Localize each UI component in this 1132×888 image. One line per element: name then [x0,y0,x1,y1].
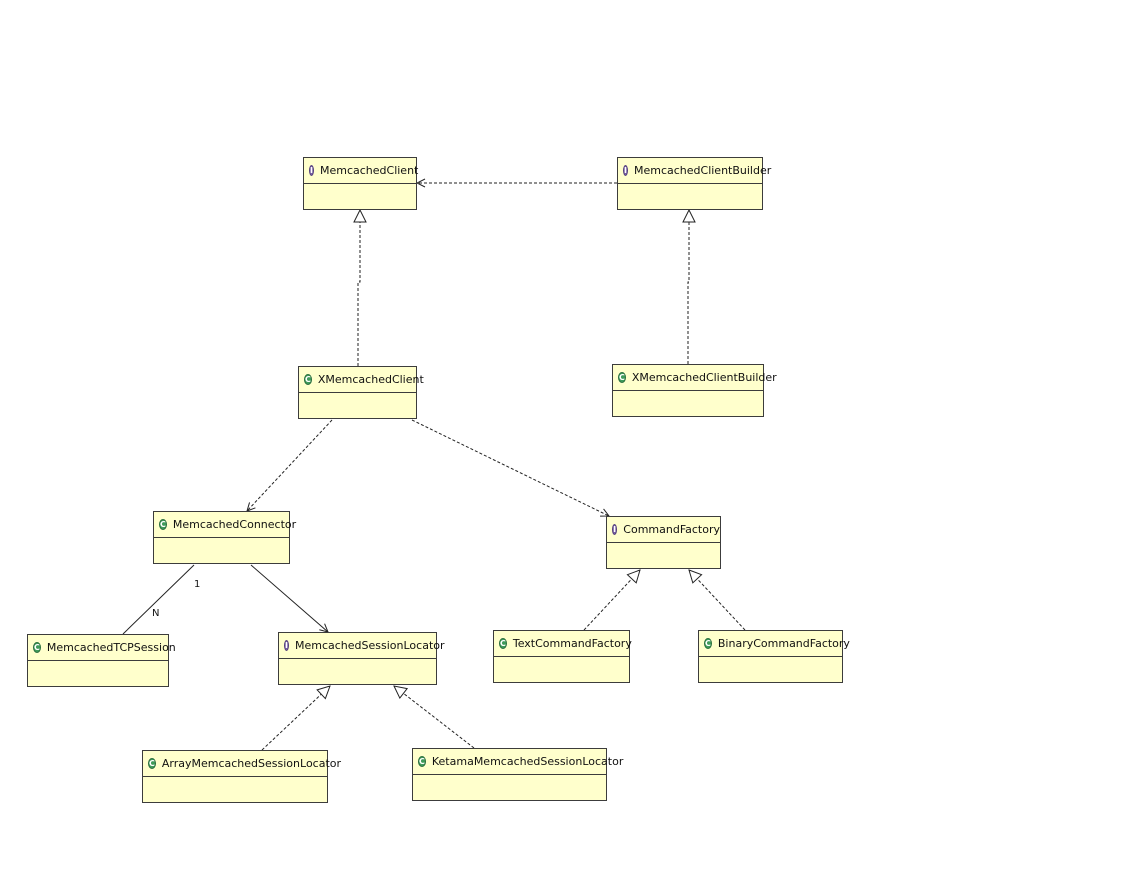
class-name: MemcachedClient [319,164,419,177]
class-memcached-tcp-session[interactable]: C MemcachedTCPSession [27,634,176,687]
class-name: MemcachedConnector [172,518,297,531]
edge-connector-to-locator [250,564,328,632]
class-ketama-memcached-session-locator[interactable]: C KetamaMemcachedSessionLocator [412,748,623,801]
class-name: TextCommandFactory [512,637,632,650]
class-name: BinaryCommandFactory [717,637,850,650]
edge-xclient-to-commandfactory [411,419,609,516]
edge-text-implements-commandfactory [583,570,640,631]
class-name: MemcachedTCPSession [46,641,176,654]
edge-connector-session-association [122,564,195,635]
class-icon: C [704,638,712,649]
class-xmemcached-client-builder[interactable]: C XMemcachedClientBuilder [612,364,777,417]
class-icon: C [159,519,167,530]
class-command-factory[interactable]: I CommandFactory [606,516,721,569]
class-text-command-factory[interactable]: C TextCommandFactory [493,630,632,683]
interface-icon: I [284,640,289,651]
edge-binary-implements-commandfactory [689,570,746,631]
class-name: XMemcachedClient [317,373,424,386]
class-name: MemcachedSessionLocator [294,639,445,652]
interface-icon: I [309,165,314,176]
class-name: CommandFactory [623,523,720,536]
edge-ketama-implements-locator [394,686,475,749]
edge-array-implements-locator [261,686,330,751]
class-icon: C [33,642,41,653]
class-icon: C [499,638,507,649]
class-array-memcached-session-locator[interactable]: C ArrayMemcachedSessionLocator [142,750,341,803]
class-name: MemcachedClientBuilder [633,164,772,177]
multiplicity-one: 1 [194,579,201,590]
class-xmemcached-client[interactable]: C XMemcachedClient [298,366,424,419]
class-memcached-client-builder[interactable]: I MemcachedClientBuilder [617,157,771,210]
multiplicity-many: N [152,608,160,619]
class-icon: C [418,756,426,767]
interface-icon: I [623,165,628,176]
edge-xbuilder-implements-builder [688,210,689,364]
class-name: ArrayMemcachedSessionLocator [161,757,342,770]
class-name: XMemcachedClientBuilder [631,371,777,384]
edge-xclient-to-connector [247,419,333,511]
interface-icon: I [612,524,618,535]
class-icon: C [304,374,312,385]
class-binary-command-factory[interactable]: C BinaryCommandFactory [698,630,850,683]
class-memcached-client[interactable]: I MemcachedClient [303,157,419,210]
class-memcached-session-locator[interactable]: I MemcachedSessionLocator [278,632,445,685]
class-icon: C [148,758,156,769]
class-memcached-connector[interactable]: C MemcachedConnector [153,511,296,564]
edge-xclient-implements-client [358,210,360,366]
class-name: KetamaMemcachedSessionLocator [431,755,624,768]
class-icon: C [618,372,626,383]
